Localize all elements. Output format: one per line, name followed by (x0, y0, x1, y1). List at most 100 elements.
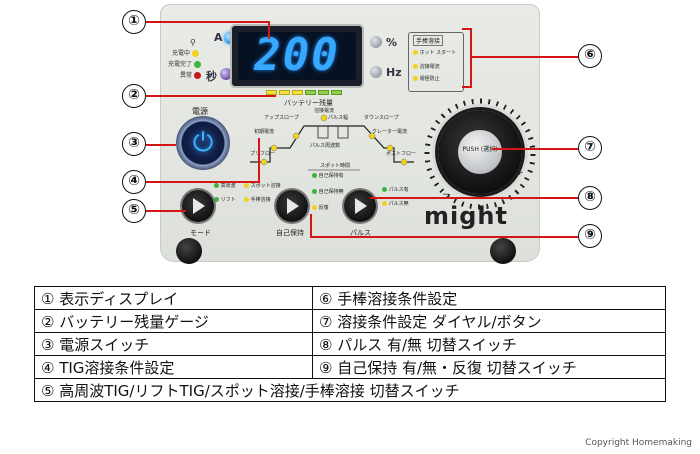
battery-segment (266, 90, 277, 95)
mode-option: 手棒溶接 (244, 196, 271, 203)
brand-logo: might (424, 202, 508, 230)
stick-box-title: 手棒溶接 (413, 35, 444, 46)
battery-gauge (266, 90, 342, 95)
rubber-foot-left (176, 238, 202, 264)
legend-row: ④ TIG溶接条件設定 ⑨ 自己保持 有/無・反復 切替スイッチ (34, 355, 666, 379)
display-frame: 200 (232, 26, 362, 86)
status-led-error: 異常 (180, 70, 201, 79)
label-preflow: プリフロー (250, 151, 276, 157)
dial-plus-label: + (516, 168, 524, 178)
dial-minus-label: − (442, 190, 450, 200)
power-icon: ⏻ (192, 128, 214, 158)
stick-box-item: 電極防止 (413, 75, 440, 82)
label-pulse-width: パルス幅 (328, 115, 349, 121)
callout-line-1 (146, 21, 270, 23)
stick-welding-box: 手棒溶接 ホット スタート 溶接電流 電極防止 (408, 32, 464, 92)
unit-hz-label: Hz (386, 66, 402, 79)
battery-segment (279, 90, 290, 95)
selfhold-label: 自己保持 (276, 229, 304, 237)
mode-switch-button[interactable] (182, 190, 214, 222)
callout-line-6-bracket (470, 28, 472, 88)
dial-push-label: PUSH (選択) (462, 146, 498, 153)
pulse-switch-button[interactable] (344, 190, 376, 222)
callout-1: ① (122, 10, 146, 34)
callout-line-7 (492, 148, 578, 150)
legend-cell: ⑤ 高周波TIG/リフトTIG/スポット溶接/手棒溶接 切替スイッチ (34, 378, 666, 402)
legend-row: ① 表示ディスプレイ ⑥ 手棒溶接条件設定 (34, 286, 666, 310)
callout-line-6-bottom (462, 86, 472, 88)
pulse-option: パルス有 (382, 186, 409, 193)
rubber-foot-right (490, 238, 516, 264)
callout-line-8 (370, 197, 578, 199)
legend-cell: ⑨ 自己保持 有/無・反復 切替スイッチ (312, 355, 666, 379)
callout-line-4 (146, 181, 260, 183)
callout-line-6-top (462, 28, 472, 30)
legend-cell: ⑧ パルス 有/無 切替スイッチ (312, 332, 666, 356)
tig-condition-diagram (250, 114, 414, 171)
copyright-text: Copyright Homemaking (585, 438, 692, 448)
power-label: 電源 (192, 107, 208, 116)
battery-label: バッテリー残量 (284, 99, 333, 107)
mode-option: リフト (214, 196, 236, 203)
stick-box-item: ホット スタート (413, 49, 456, 56)
legend-row: ⑤ 高周波TIG/リフトTIG/スポット溶接/手棒溶接 切替スイッチ (34, 378, 666, 402)
callout-line-9 (310, 236, 578, 238)
status-led-charging: 充電中 (172, 48, 199, 57)
label-weld-current: 溶接電流 (314, 108, 335, 114)
selfhold-switch-button[interactable] (276, 190, 308, 222)
callout-line-6 (470, 56, 578, 58)
battery-segment (305, 90, 316, 95)
callout-8: ⑧ (578, 186, 602, 210)
legend-cell: ① 表示ディスプレイ (34, 286, 313, 310)
battery-plug-icon: ⚲ (190, 38, 196, 47)
battery-segment (331, 90, 342, 95)
callout-line-5 (146, 210, 186, 212)
unit-seconds-label: 秒 (206, 70, 217, 83)
legend-table: ① 表示ディスプレイ ⑥ 手棒溶接条件設定 ② バッテリー残量ゲージ ⑦ 溶接条… (34, 286, 666, 402)
unit-amp-label: A (214, 31, 223, 44)
label-spot-time: スポット時間 (320, 163, 351, 169)
legend-row: ③ 電源スイッチ ⑧ パルス 有/無 切替スイッチ (34, 332, 666, 356)
mode-label: モード (190, 229, 211, 237)
selfhold-option: 自己保持無 (312, 188, 344, 195)
label-up-slope: アップスロープ (264, 115, 299, 121)
callout-9: ⑨ (578, 224, 602, 248)
label-postflow: ポストフロー (386, 151, 417, 157)
callout-line-3 (146, 144, 176, 146)
legend-cell: ⑥ 手棒溶接条件設定 (312, 286, 666, 310)
stick-box-item: 溶接電流 (413, 63, 440, 70)
callout-6: ⑥ (578, 44, 602, 68)
callout-line-2 (146, 95, 276, 97)
label-initial-current: 初期電流 (254, 129, 275, 135)
label-pulse-freq: パルス周波数 (310, 143, 341, 149)
callout-line-4-rise (258, 138, 260, 183)
welder-control-panel: 充電中 充電完了 異常 ⚲ A 秒 % Hz 200 バッテリー残量 手棒溶接 … (160, 4, 540, 264)
mode-option: 高周波 (214, 182, 236, 189)
play-icon (193, 198, 205, 214)
legend-cell: ③ 電源スイッチ (34, 332, 313, 356)
callout-4: ④ (122, 170, 146, 194)
battery-segment (318, 90, 329, 95)
unit-percent-led (370, 36, 382, 48)
unit-hz-led (370, 66, 382, 78)
selfhold-option: 反復 (312, 204, 329, 211)
legend-cell: ② バッテリー残量ゲージ (34, 309, 313, 333)
callout-5: ⑤ (122, 199, 146, 223)
pulse-label: パルス (350, 229, 371, 237)
legend-row: ② バッテリー残量ゲージ ⑦ 溶接条件設定 ダイヤル/ボタン (34, 309, 666, 333)
mode-option: スポット溶接 (244, 182, 281, 189)
status-led-charged: 充電完了 (168, 59, 201, 68)
pulse-option: パルス無 (382, 200, 409, 207)
current-display: 200 (238, 32, 356, 80)
unit-seconds-led (220, 68, 232, 80)
power-switch[interactable]: ⏻ (176, 116, 230, 170)
unit-percent-label: % (386, 36, 398, 49)
play-icon (355, 198, 367, 214)
legend-cell: ④ TIG溶接条件設定 (34, 355, 313, 379)
callout-line-1-drop (268, 21, 270, 39)
callout-2: ② (122, 84, 146, 108)
label-down-slope: ダウンスロープ (364, 115, 399, 121)
dial-push-button[interactable] (458, 130, 502, 174)
play-icon (287, 198, 299, 214)
callout-3: ③ (122, 132, 146, 156)
